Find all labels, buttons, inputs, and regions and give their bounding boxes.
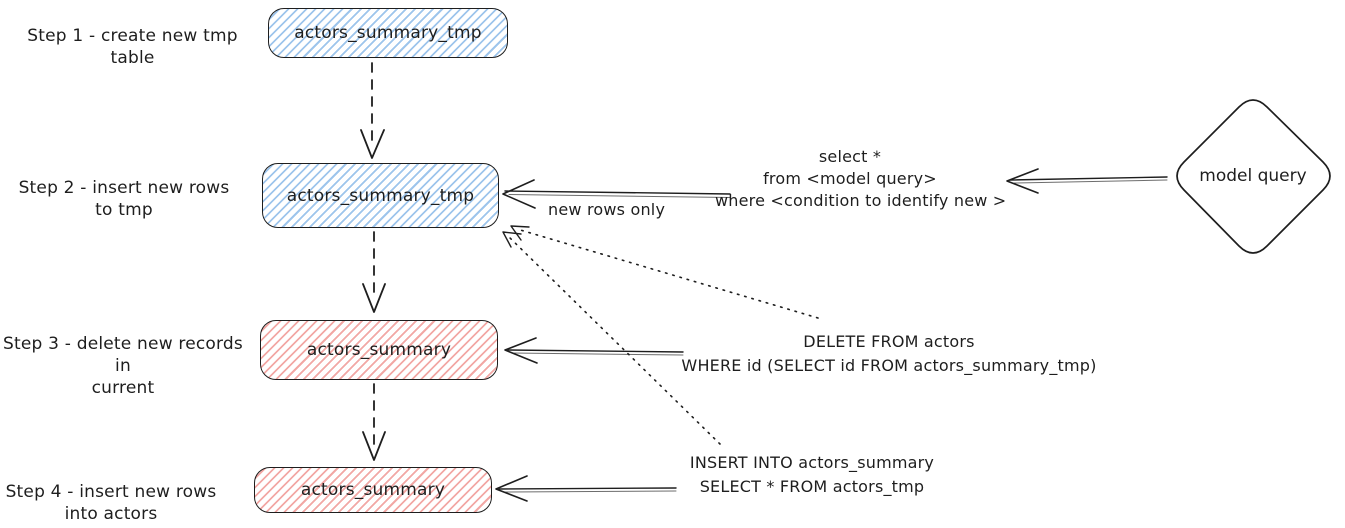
step4-node-label: actors_summary	[300, 480, 446, 500]
flow-arrow-step2-step3	[362, 231, 386, 313]
step4-label-line1: Step 4 - insert new rows	[5, 482, 217, 502]
step2-node-actors-summary-tmp: actors_summary_tmp	[262, 163, 499, 228]
step2-label: Step 2 - insert new rows to tmp	[8, 177, 240, 221]
insert-query-line1: INSERT INTO actors_summary	[689, 453, 935, 472]
step1-node-actors-summary-tmp: actors_summary_tmp	[268, 8, 508, 58]
ref-arrow-insert-to-tmp	[502, 231, 721, 445]
insert-query-line2: SELECT * FROM actors_tmp	[699, 477, 925, 496]
delete-query-annotation: DELETE FROM actors WHERE id (SELECT id F…	[680, 330, 1098, 378]
step1-node-label: actors_summary_tmp	[294, 23, 482, 43]
step3-label-line1: Step 3 - delete new records in	[3, 334, 243, 376]
insert-query-arrow	[495, 475, 677, 502]
step1-label-line: Step 1 - create new tmp table	[27, 26, 238, 68]
step2-label-line2: to tmp	[95, 200, 153, 220]
step3-node-actors-summary: actors_summary	[260, 320, 498, 380]
step1-label: Step 1 - create new tmp table	[10, 25, 255, 69]
step4-label: Step 4 - insert new rows into actors	[2, 481, 220, 525]
flow-arrow-step1-step2	[360, 62, 385, 159]
model-query-diamond	[1176, 99, 1331, 254]
step3-label: Step 3 - delete new records in current	[2, 333, 244, 399]
model-query-label: model query	[1199, 166, 1307, 186]
step2-node-label: actors_summary_tmp	[286, 185, 475, 206]
flow-arrow-step3-step4	[362, 383, 386, 461]
step4-node-actors-summary: actors_summary	[254, 467, 492, 513]
step2-label-line1: Step 2 - insert new rows	[18, 178, 230, 198]
step3-label-line2: current	[91, 378, 155, 398]
step4-label-line2: into actors	[64, 504, 158, 524]
ref-arrow-delete-to-tmp	[510, 225, 819, 319]
select-query-line2: from <model query>	[763, 169, 937, 188]
model-query-arrow	[1006, 168, 1168, 194]
delete-query-arrow	[504, 337, 684, 364]
new-rows-only-label: new rows only	[548, 200, 666, 219]
insert-query-annotation: INSERT INTO actors_summary SELECT * FROM…	[680, 451, 944, 499]
select-query-annotation: select * from <model query> where <condi…	[715, 146, 1007, 212]
delete-query-line1: DELETE FROM actors	[803, 332, 975, 351]
step3-node-label: actors_summary	[306, 340, 452, 360]
select-query-line1: select *	[818, 147, 882, 166]
delete-query-line2: WHERE id (SELECT id FROM actors_summary_…	[681, 356, 1097, 375]
select-query-line3: where <condition to identify new >	[715, 191, 1007, 210]
select-query-arrow	[502, 179, 731, 209]
